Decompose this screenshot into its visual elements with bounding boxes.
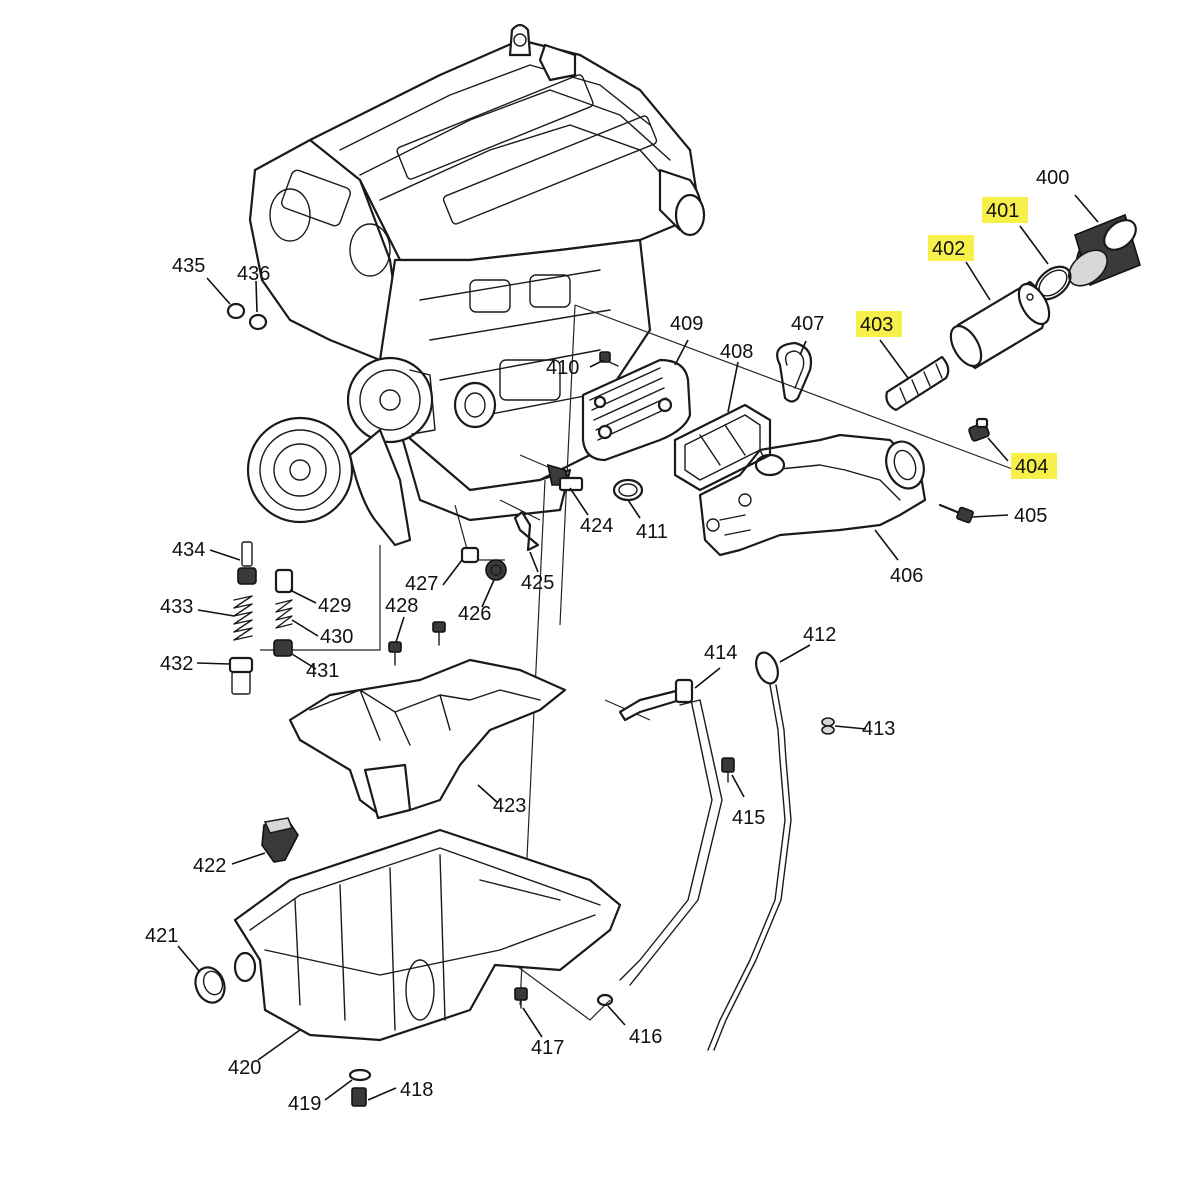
callout-429: 429 (318, 595, 351, 617)
callout-404: 404 (1015, 456, 1048, 478)
oil-pump-screen-422 (261, 817, 299, 863)
callout-418: 418 (400, 1079, 433, 1101)
oil-filter-housing-406 (698, 433, 927, 557)
callout-421: 421 (145, 925, 178, 947)
callout-430: 430 (320, 626, 353, 648)
highlight-403 (856, 311, 902, 337)
highlight-401 (982, 197, 1028, 223)
bolt-415 (721, 757, 735, 783)
oil-filter-center-tube-403 (885, 355, 950, 412)
callout-425: 425 (521, 572, 554, 594)
callout-420: 420 (228, 1057, 261, 1079)
oil-cooler-seal-408 (673, 403, 772, 492)
callout-435: 435 (172, 255, 205, 277)
drain-plug-417 (514, 987, 528, 1009)
callout-410: 410 (546, 357, 579, 379)
bolts-428 (388, 621, 446, 666)
callout-423: 423 (493, 795, 526, 817)
engine-block (246, 23, 706, 547)
seal-416 (596, 993, 614, 1007)
callout-400: 400 (1036, 167, 1069, 189)
piston-429 (274, 568, 294, 594)
callout-406: 406 (890, 565, 923, 587)
leader-lines (177, 194, 1099, 1101)
callout-431: 431 (306, 660, 339, 682)
callout-412: 412 (803, 624, 836, 646)
plug-436 (248, 313, 268, 331)
callout-415: 415 (732, 807, 765, 829)
drain-plug-418 (351, 1087, 367, 1107)
callout-highlights (856, 197, 1057, 479)
oil-filter-cap-400 (1068, 213, 1141, 287)
oil-pressure-sensor-424 (546, 463, 584, 492)
oil-level-indicator-tube-414 (618, 678, 723, 986)
callout-432: 432 (160, 653, 193, 675)
callout-427: 427 (405, 573, 438, 595)
callout-402: 402 (932, 238, 965, 260)
plug-427 (460, 546, 480, 564)
bolt-405 (938, 503, 974, 524)
bolt-410 (599, 351, 619, 367)
plug-435 (226, 302, 246, 320)
oil-level-indicator-412 (707, 651, 792, 1051)
callout-labels: 400 401 402 403 404 405 406 407 408 409 … (145, 167, 1069, 1115)
callout-433: 433 (160, 596, 193, 618)
callout-417: 417 (531, 1037, 564, 1059)
callout-422: 422 (193, 855, 226, 877)
seal-419 (348, 1068, 372, 1082)
oil-filter-element-402 (949, 280, 1051, 370)
callout-424: 424 (580, 515, 613, 537)
callout-434: 434 (172, 539, 205, 561)
callout-408: 408 (720, 341, 753, 363)
callout-419: 419 (288, 1093, 321, 1115)
seal-413 (821, 717, 835, 735)
callout-413: 413 (862, 718, 895, 740)
seal-411 (612, 478, 644, 502)
oil-pan-420 (233, 828, 622, 1042)
clip-425 (513, 510, 540, 552)
callout-409: 409 (670, 313, 703, 335)
oil-pan-baffle-423 (288, 658, 567, 820)
highlight-402 (928, 235, 974, 261)
callout-411: 411 (636, 521, 668, 543)
callout-403: 403 (860, 314, 893, 336)
plug-426 (485, 559, 507, 581)
oil-filter-drain-valve-404 (968, 417, 990, 442)
callout-407: 407 (791, 313, 824, 335)
callout-436: 436 (237, 263, 270, 285)
callout-428: 428 (385, 595, 418, 617)
highlight-404 (1011, 453, 1057, 479)
plug-431 (273, 639, 293, 657)
spring-430 (275, 599, 293, 629)
plug-421 (194, 966, 226, 1004)
callout-426: 426 (458, 603, 491, 625)
oil-cooler-409 (581, 358, 692, 462)
callout-405: 405 (1014, 505, 1047, 527)
callout-414: 414 (704, 642, 737, 664)
oil-cooler-gasket-407 (776, 341, 813, 403)
valve-434 (237, 541, 257, 585)
plug-432 (228, 656, 254, 695)
callout-416: 416 (629, 1026, 662, 1048)
spring-433 (233, 595, 253, 641)
callout-401: 401 (986, 200, 1019, 222)
